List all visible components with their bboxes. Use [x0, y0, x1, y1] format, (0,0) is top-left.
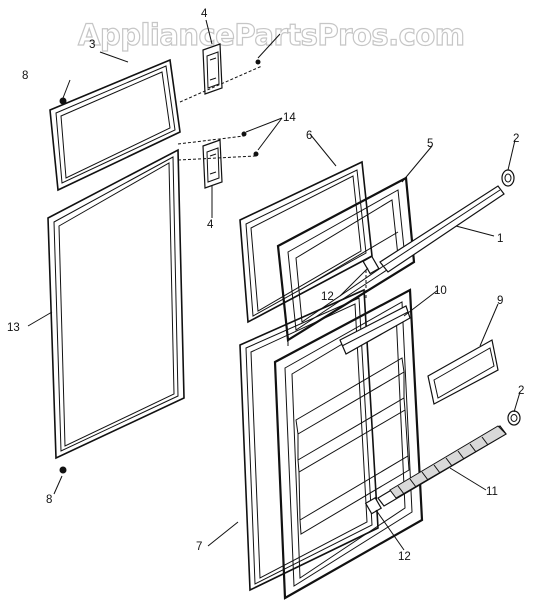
door-stop-upper [362, 255, 380, 275]
screw-bottom-icon [59, 466, 67, 474]
door-shelf-bar [339, 305, 411, 355]
callout-labels: 3 8 4 14 4 6 5 2 1 12 10 9 13 2 11 8 7 1… [7, 8, 524, 563]
callout-4-bottom: 4 [207, 219, 214, 231]
callout-9: 9 [497, 295, 503, 307]
door-bin [427, 339, 499, 405]
callout-3: 3 [89, 39, 95, 51]
freezer-handle [379, 185, 505, 273]
freezer-door-gasket [49, 58, 181, 192]
hinge-upper [202, 43, 223, 95]
callout-13: 13 [7, 322, 20, 334]
alignment-lines [177, 65, 367, 300]
hinge-screws [241, 59, 261, 157]
screw-top-icon [59, 97, 67, 105]
callout-12-bottom: 12 [398, 551, 411, 563]
door-stop-lower [364, 496, 383, 515]
fresh-food-door-gasket [47, 148, 185, 460]
callout-8-bottom: 8 [46, 494, 52, 506]
hinge-lower [202, 139, 223, 189]
callout-6: 6 [306, 130, 312, 142]
callout-4-top: 4 [201, 8, 208, 20]
callout-10: 10 [434, 285, 447, 297]
callout-14: 14 [283, 112, 296, 124]
callout-7: 7 [196, 541, 202, 553]
callout-2-top: 2 [513, 133, 519, 145]
fresh-food-handle [377, 425, 507, 507]
callout-11: 11 [486, 486, 498, 498]
callout-5: 5 [427, 138, 433, 150]
callout-2-bottom: 2 [518, 385, 524, 397]
fresh-food-gasket-right [239, 288, 379, 592]
handle-cap-top [501, 169, 515, 187]
watermark-text: AppliancePartsPros.com [78, 18, 464, 52]
leader-lines [27, 19, 521, 551]
callout-8-top: 8 [22, 70, 28, 82]
callout-1: 1 [497, 233, 503, 245]
handle-cap-bottom [507, 410, 521, 426]
callout-12-top: 12 [321, 291, 334, 303]
